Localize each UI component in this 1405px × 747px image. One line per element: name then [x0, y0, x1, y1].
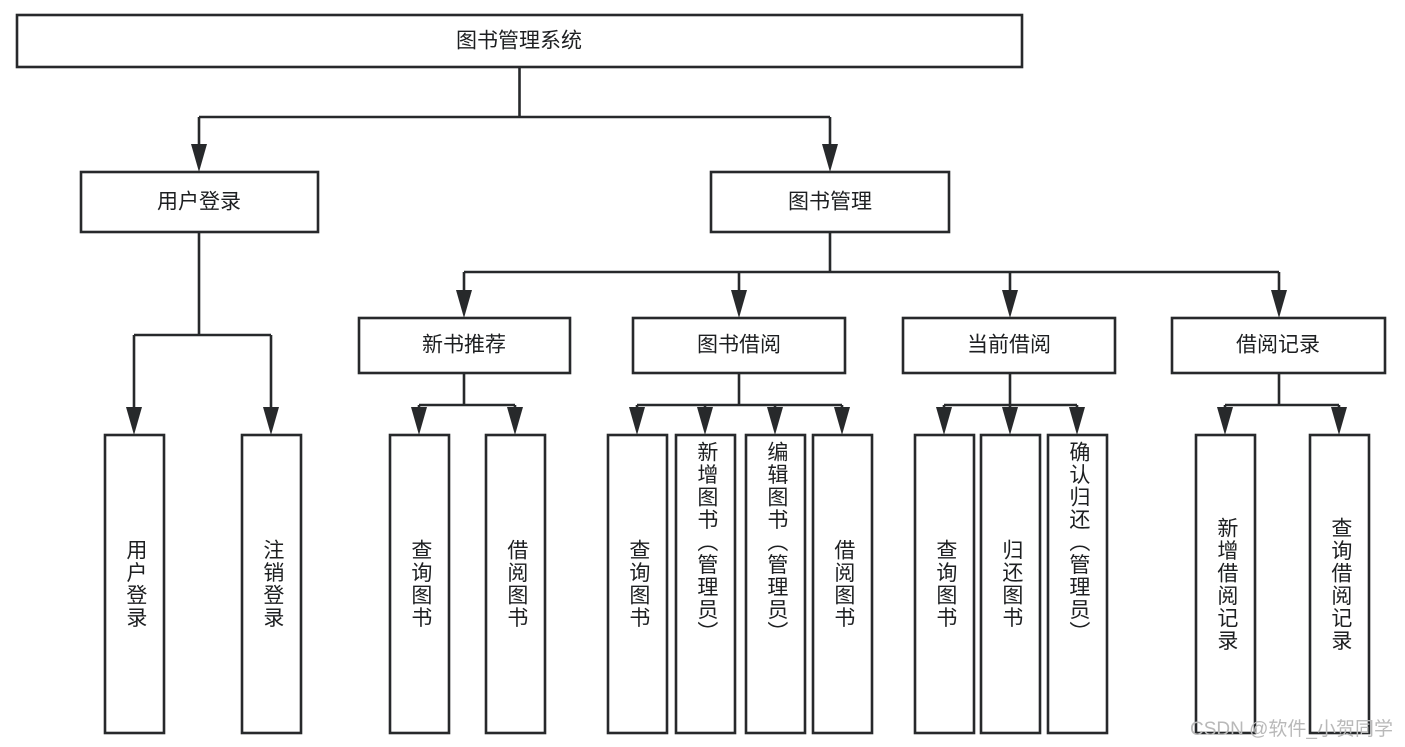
- leaf-user-logout-box[interactable]: [240, 433, 303, 735]
- leaf-add-book-label: 新增图书（管理员）: [694, 441, 718, 644]
- leaf-confirm-return-label: 确认归还（管理员）: [1066, 441, 1090, 644]
- arrow-head-leaf-user-logout: [263, 407, 279, 435]
- leaf-query-book-1[interactable]: 查询图书: [390, 435, 449, 733]
- connector-group-current-borrow: [936, 373, 1085, 435]
- arrow-head-new-book-recommend: [456, 290, 472, 318]
- leaf-add-record-box[interactable]: [1194, 433, 1257, 735]
- leaf-borrow-book-2-label: 借阅图书: [831, 539, 855, 629]
- leaf-add-record-label: 新增借阅记录: [1214, 516, 1238, 652]
- arrow-head-leaf-query-book-2: [629, 407, 645, 435]
- leaf-add-record[interactable]: 新增借阅记录: [1196, 435, 1255, 733]
- leaf-query-record[interactable]: 查询借阅记录: [1310, 435, 1369, 733]
- node-current-borrow-label: 当前借阅: [967, 334, 1051, 357]
- leaf-return-book-label: 归还图书: [999, 539, 1023, 629]
- node-user-login[interactable]: 用户登录: [79, 170, 320, 234]
- arrow-head-book-borrow: [731, 290, 747, 318]
- arrow-head-leaf-query-book-1: [411, 407, 427, 435]
- arrow-head-book-manage: [822, 144, 838, 172]
- node-book-borrow[interactable]: 图书借阅: [631, 316, 847, 375]
- arrow-head-leaf-add-book: [697, 407, 713, 435]
- node-new-book-recommend[interactable]: 新书推荐: [357, 316, 572, 375]
- arrow-head-leaf-user-login: [126, 407, 142, 435]
- connector-group-book-manage: [456, 232, 1287, 318]
- connector-group-borrow-record: [1217, 373, 1347, 435]
- node-user-login-label: 用户登录: [157, 191, 241, 214]
- leaf-borrow-book-2[interactable]: 借阅图书: [813, 435, 872, 733]
- arrow-head-current-borrow: [1002, 290, 1018, 318]
- csdn-watermark: CSDN @软件_小贺同学: [1190, 719, 1393, 740]
- node-new-book-recommend-box[interactable]: [357, 316, 572, 375]
- node-book-manage[interactable]: 图书管理: [709, 170, 951, 234]
- arrow-head-user-login: [191, 144, 207, 172]
- node-current-borrow-box[interactable]: [901, 316, 1117, 375]
- node-borrow-record[interactable]: 借阅记录: [1170, 316, 1387, 375]
- leaf-boxes: [103, 433, 1371, 735]
- leaf-borrow-book-2-box[interactable]: [811, 433, 874, 735]
- arrow-head-leaf-query-book-3: [936, 407, 952, 435]
- leaf-query-record-label: 查询借阅记录: [1328, 516, 1352, 652]
- leaf-edit-book-box[interactable]: [744, 433, 807, 735]
- leaf-query-book-2[interactable]: 查询图书: [608, 435, 667, 733]
- leaf-query-book-2-box[interactable]: [606, 433, 669, 735]
- leaf-query-book-3[interactable]: 查询图书: [915, 435, 974, 733]
- arrow-head-leaf-borrow-book-1: [507, 407, 523, 435]
- leaf-confirm-return[interactable]: 确认归还（管理员）: [1048, 435, 1107, 733]
- leaf-query-book-1-box[interactable]: [388, 433, 451, 735]
- arrow-head-leaf-return-book: [1002, 407, 1018, 435]
- connector-group-user-login: [126, 232, 279, 435]
- leaf-user-login-box[interactable]: [103, 433, 166, 735]
- leaf-user-logout[interactable]: 注销登录: [242, 435, 301, 733]
- leaf-add-book-box[interactable]: [674, 433, 737, 735]
- leaf-query-record-box[interactable]: [1308, 433, 1371, 735]
- node-user-login-box[interactable]: [79, 170, 320, 234]
- arrow-head-leaf-edit-book: [767, 407, 783, 435]
- node-root-box[interactable]: [15, 13, 1024, 69]
- leaf-borrow-book-1-box[interactable]: [484, 433, 547, 735]
- arrow-head-leaf-add-record: [1217, 407, 1233, 435]
- leaf-user-logout-label: 注销登录: [260, 539, 284, 629]
- arrow-head-borrow-record: [1271, 290, 1287, 318]
- leaf-return-book-box[interactable]: [979, 433, 1042, 735]
- connector-group-root: [191, 67, 838, 172]
- leaf-return-book[interactable]: 归还图书: [981, 435, 1040, 733]
- leaf-borrow-book-1[interactable]: 借阅图书: [486, 435, 545, 733]
- node-book-borrow-box[interactable]: [631, 316, 847, 375]
- node-root[interactable]: 图书管理系统: [15, 13, 1024, 69]
- arrow-head-leaf-query-record: [1331, 407, 1347, 435]
- leaf-add-book[interactable]: 新增图书（管理员）: [676, 435, 735, 733]
- node-borrow-record-box[interactable]: [1170, 316, 1387, 375]
- leaf-query-book-2-label: 查询图书: [626, 539, 650, 629]
- node-book-borrow-label: 图书借阅: [697, 334, 781, 357]
- arrow-head-leaf-confirm-return: [1069, 407, 1085, 435]
- node-book-manage-box[interactable]: [709, 170, 951, 234]
- node-new-book-recommend-label: 新书推荐: [422, 334, 506, 357]
- arrow-head-leaf-borrow-book-2: [834, 407, 850, 435]
- leaf-confirm-return-box[interactable]: [1046, 433, 1109, 735]
- leaf-edit-book-label: 编辑图书（管理员）: [764, 441, 788, 644]
- leaf-edit-book[interactable]: 编辑图书（管理员）: [746, 435, 805, 733]
- leaf-borrow-book-1-label: 借阅图书: [504, 539, 528, 629]
- leaf-user-login[interactable]: 用户登录: [105, 435, 164, 733]
- node-root-label: 图书管理系统: [456, 30, 582, 53]
- connector-group-new-book-recommend: [411, 373, 523, 435]
- node-borrow-record-label: 借阅记录: [1236, 334, 1320, 357]
- leaf-query-book-3-box[interactable]: [913, 433, 976, 735]
- leaf-query-book-3-label: 查询图书: [933, 539, 957, 629]
- leaf-user-login-label: 用户登录: [123, 539, 147, 629]
- node-current-borrow[interactable]: 当前借阅: [901, 316, 1117, 375]
- leaf-query-book-1-label: 查询图书: [408, 539, 432, 629]
- connector-group-book-borrow: [629, 373, 850, 435]
- node-book-manage-label: 图书管理: [788, 191, 872, 214]
